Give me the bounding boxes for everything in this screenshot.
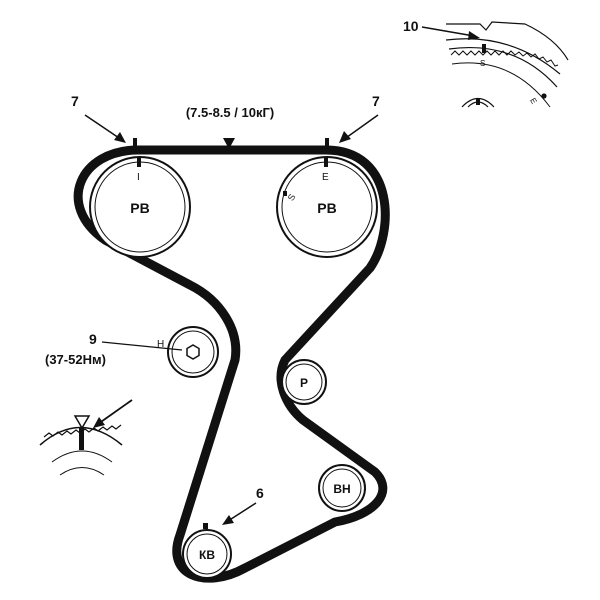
pump-label: P	[300, 376, 308, 390]
timing-mark-crank	[203, 523, 208, 529]
cam-detail-mark-e: E	[528, 96, 538, 105]
callout-9-leader	[101, 341, 183, 351]
callout-7-right-arrowhead	[339, 131, 351, 143]
water-pump-pulley: P	[281, 359, 327, 405]
tension-spec: (7.5-8.5 / 10кГ)	[186, 105, 274, 120]
crank-label: КВ	[199, 548, 215, 562]
cam-right-mark-s: S	[286, 192, 298, 202]
timing-mark-left	[133, 138, 137, 150]
callout-7-right-leader	[342, 114, 379, 141]
callout-10: 10	[403, 18, 419, 34]
cam-pulley-right: E S РВ	[276, 156, 378, 258]
tension-arrow-marker	[223, 138, 235, 149]
cam-pulley-left: I РВ	[89, 156, 191, 258]
callout-6: 6	[256, 485, 264, 501]
cam-detail-mark-s: S	[480, 59, 485, 68]
torque-spec: (37-52Нм)	[45, 352, 106, 367]
aux-pulley: ВН	[318, 464, 366, 512]
timing-mark-right	[325, 138, 329, 150]
callout-6-arrowhead	[222, 515, 234, 525]
crank-mark-detail	[39, 399, 133, 476]
aux-label: ВН	[333, 482, 350, 496]
callout-7-right: 7	[372, 93, 380, 109]
cam-left-mark: I	[137, 172, 140, 183]
cam-mark-detail: 10 S E	[403, 18, 569, 108]
cam-left-label: РВ	[130, 200, 149, 216]
callout-9: 9	[89, 331, 97, 347]
crank-pulley: КВ	[182, 529, 232, 579]
tensioner-mark: H	[157, 339, 164, 350]
callout-6-leader	[227, 502, 257, 522]
tensioner-pulley: H	[157, 326, 219, 378]
cam-right-label: РВ	[317, 200, 336, 216]
cam-right-mark: E	[322, 172, 329, 183]
callout-7-left: 7	[71, 93, 79, 109]
callout-7-left-arrowhead	[114, 132, 126, 143]
callout-7-left-leader	[84, 114, 123, 141]
